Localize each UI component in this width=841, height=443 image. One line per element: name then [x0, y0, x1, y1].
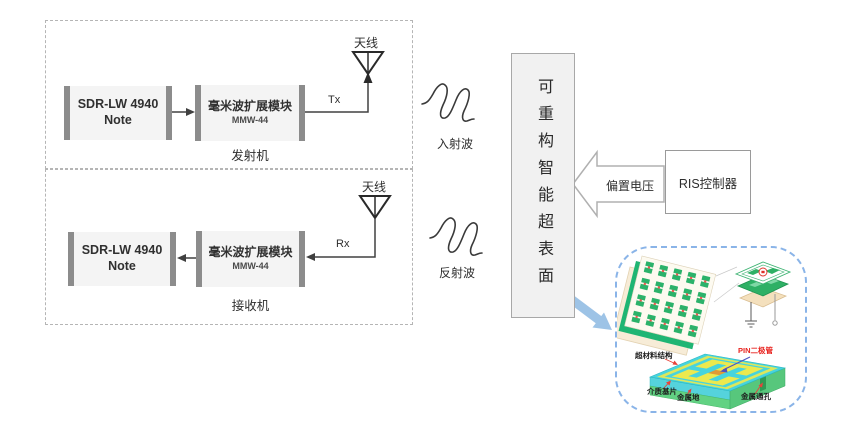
tx-port-label: Tx — [328, 94, 341, 106]
pin-diode-pointer — [720, 356, 751, 373]
rx-mmw-sublabel: MMW-44 — [232, 261, 269, 272]
ground-label: 金属地 — [677, 393, 700, 402]
receiver-group — [45, 169, 413, 325]
transmitter-group — [45, 20, 413, 169]
incident-wave-icon — [421, 83, 475, 122]
callout-lines — [713, 266, 740, 303]
via-label: 金属通孔 — [741, 392, 771, 401]
rx-antenna-label: 天线 — [362, 180, 387, 194]
bias-wire-icon — [772, 294, 778, 326]
ris-controller-box: RIS控制器 — [665, 150, 751, 214]
ris-surface-box: 可重构智能超表面 — [511, 53, 575, 318]
ris-controller-label: RIS控制器 — [678, 176, 738, 191]
tx-sdr-label-line1: SDR-LW 4940 — [77, 97, 159, 112]
rx-sdr-label-line1: SDR-LW 4940 — [81, 243, 163, 258]
exploded-cell-icon — [734, 261, 792, 328]
mmw-side-bar — [299, 231, 305, 287]
metasurface-inset: 超材料结构 PIN二极管 介质基片 金属地 金属通孔 — [615, 246, 807, 413]
mmw-side-bar — [299, 85, 305, 141]
receiver-caption: 接收机 — [231, 299, 270, 313]
pin-diode-label: PIN二极管 — [738, 346, 774, 355]
rx-sdr-label-line2: Note — [108, 259, 136, 273]
mmw-side-bar — [196, 231, 202, 287]
ris-array-panel-icon — [617, 255, 717, 356]
unit-cell-3d-icon — [648, 353, 787, 410]
sdr-side-bar — [166, 86, 172, 140]
substrate-label: 介质基片 — [647, 387, 677, 396]
rx-port-label: Rx — [336, 238, 350, 250]
rx-mmw-box: 毫米波扩展模块 MMW-44 — [196, 231, 305, 287]
tx-mmw-sublabel: MMW-44 — [231, 115, 269, 126]
metasurface-illustration — [617, 255, 792, 410]
tx-sdr-label-line2: Note — [104, 113, 132, 127]
sdr-side-bar — [170, 232, 176, 286]
rx-mmw-label: 毫米波扩展模块 — [208, 245, 293, 260]
reflected-wave-label: 反射波 — [439, 266, 476, 280]
rx-sdr-box: SDR-LW 4940 Note — [68, 232, 176, 286]
sdr-side-bar — [68, 232, 74, 286]
reflected-wave-icon — [429, 217, 483, 256]
tx-mmw-label: 毫米波扩展模块 — [207, 99, 292, 114]
transmitter-caption: 发射机 — [231, 149, 269, 163]
bias-voltage-label: 偏置电压 — [605, 179, 654, 193]
tx-sdr-box: SDR-LW 4940 Note — [64, 86, 172, 140]
ground-icon — [745, 302, 757, 328]
ris-surface-label: 可重构智能超表面 — [535, 77, 552, 294]
tx-mmw-box: 毫米波扩展模块 MMW-44 — [195, 85, 305, 141]
incident-wave-label: 入射波 — [437, 137, 474, 151]
label-arrows — [662, 358, 763, 396]
metamaterial-label: 超材料结构 — [635, 351, 673, 360]
mmw-side-bar — [195, 85, 201, 141]
sdr-side-bar — [64, 86, 70, 140]
tx-antenna-label: 天线 — [354, 36, 379, 50]
